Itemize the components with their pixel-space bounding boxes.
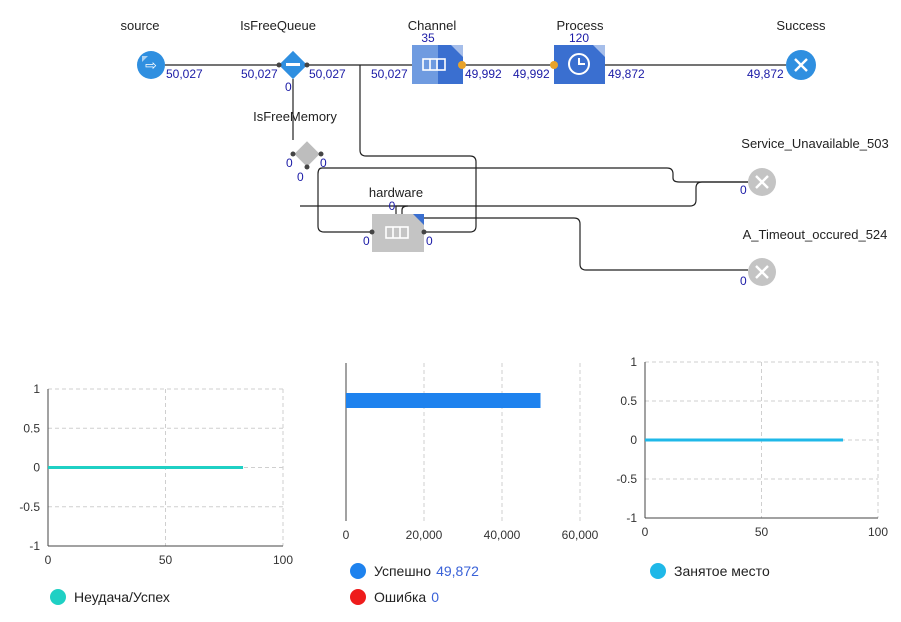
isfreequeue-out-count: 50,027: [309, 67, 346, 81]
source-out-count: 50,027: [166, 67, 203, 81]
hardware-block[interactable]: [372, 214, 424, 252]
x-tick-label: 20,000: [406, 528, 443, 542]
timeout-in-count: 0: [740, 274, 747, 288]
process-flow-diagram: source ⇨ 50,027 IsFreeQueue 50,027 50,02…: [120, 18, 888, 288]
minus-icon: [286, 63, 300, 66]
close-icon: [755, 265, 769, 279]
source-label: source: [120, 18, 159, 33]
legend-value: 0: [431, 589, 439, 605]
chart-occupied-space: 1 0.5 0 -0.5 -1 0 50 100: [616, 355, 888, 539]
source-block[interactable]: ⇨: [137, 51, 165, 79]
x-tick-label: 40,000: [484, 528, 521, 542]
isfreequeue-label: IsFreeQueue: [240, 18, 316, 33]
bar: [346, 393, 541, 408]
legend-label: Неудача/Успех: [74, 589, 170, 605]
close-icon: [755, 175, 769, 189]
y-tick-label: -1: [29, 539, 40, 553]
channel-out-count: 49,992: [465, 67, 502, 81]
legend-dot-icon: [50, 589, 66, 605]
y-tick-label: 0: [630, 433, 637, 447]
legend-occupied-space[interactable]: Занятое место: [650, 563, 770, 579]
connector-hardware-timeout: [300, 205, 409, 214]
isfreememory-label: IsFreeMemory: [253, 109, 337, 124]
process-in-count: 49,992: [513, 67, 550, 81]
channel-capacity: 35: [421, 31, 435, 45]
x-tick-label: 0: [343, 528, 350, 542]
legend-dot-icon: [650, 563, 666, 579]
y-tick-label: 1: [630, 355, 637, 369]
x-tick-label: 0: [642, 525, 649, 539]
service-unavailable-block[interactable]: [748, 168, 776, 196]
isfreequeue-in-count: 50,027: [241, 67, 278, 81]
y-tick-label: 0.5: [23, 421, 40, 435]
success-label: Success: [776, 18, 826, 33]
legend-error[interactable]: Ошибка 0: [350, 589, 439, 605]
hardware-out-count: 0: [426, 234, 433, 248]
legend-success[interactable]: Успешно 49,872: [350, 563, 479, 579]
queue-icon: [385, 226, 409, 239]
service-unavailable-in-count: 0: [740, 183, 747, 197]
chart-failure-success: 1 0.5 0 -0.5 -1 0 50 100: [19, 382, 293, 567]
legend-dot-icon: [350, 563, 366, 579]
hardware-label: hardware: [369, 185, 423, 200]
y-tick-label: 1: [33, 382, 40, 396]
clock-icon: [568, 53, 590, 75]
connector-hardware-timeout2: [420, 217, 748, 271]
close-icon: [794, 58, 808, 72]
isfreememory-in-count: 0: [286, 156, 293, 170]
isfreequeue-block[interactable]: [278, 50, 308, 80]
y-tick-label: 0: [33, 461, 40, 475]
hardware-in-count: 0: [363, 234, 370, 248]
process-block[interactable]: [554, 45, 605, 84]
legend-label: Занятое место: [674, 563, 770, 579]
isfreememory-bottom-count: 0: [297, 170, 304, 184]
x-tick-label: 50: [755, 525, 769, 539]
queue-icon: [422, 58, 446, 71]
isfreequeue-out2-count: 0: [285, 80, 292, 94]
x-tick-label: 100: [273, 553, 293, 567]
source-icon: ⇨: [145, 57, 157, 73]
y-tick-label: 0.5: [620, 394, 637, 408]
x-tick-label: 0: [45, 553, 52, 567]
isfreememory-block[interactable]: [294, 141, 320, 167]
process-label: Process: [557, 18, 604, 33]
timeout-block[interactable]: [748, 258, 776, 286]
legend-failure-success[interactable]: Неудача/Успех: [50, 589, 170, 605]
process-capacity: 120: [569, 31, 589, 45]
chart-success-error-bars: 0 20,000 40,000 60,000: [343, 363, 599, 542]
y-tick-label: -0.5: [616, 472, 637, 486]
legend-label: Успешно: [374, 563, 432, 579]
timeout-label: A_Timeout_occured_524: [743, 227, 888, 242]
x-tick-label: 60,000: [562, 528, 599, 542]
connector-isfreememory-hardware: [317, 167, 372, 233]
channel-in-count: 50,027: [371, 67, 408, 81]
connector-channel-to-hardware-loop: [359, 65, 477, 233]
channel-label: Channel: [408, 18, 457, 33]
legend-value: 49,872: [436, 563, 479, 579]
process-out-count: 49,872: [608, 67, 645, 81]
legend-label: Ошибка: [374, 589, 427, 605]
y-tick-label: -0.5: [19, 500, 40, 514]
service-unavailable-label: Service_Unavailable_503: [741, 136, 888, 151]
y-tick-label: -1: [626, 511, 637, 525]
success-in-count: 49,872: [747, 67, 784, 81]
legend-dot-icon: [350, 589, 366, 605]
isfreememory-out-count: 0: [320, 156, 327, 170]
connector-hardware-service: [395, 181, 748, 214]
x-tick-label: 100: [868, 525, 888, 539]
success-block[interactable]: [786, 50, 816, 80]
x-tick-label: 50: [159, 553, 173, 567]
hardware-capacity: 0: [389, 199, 396, 213]
channel-block[interactable]: [412, 45, 463, 84]
connector-isfreememory-service: [322, 167, 748, 183]
